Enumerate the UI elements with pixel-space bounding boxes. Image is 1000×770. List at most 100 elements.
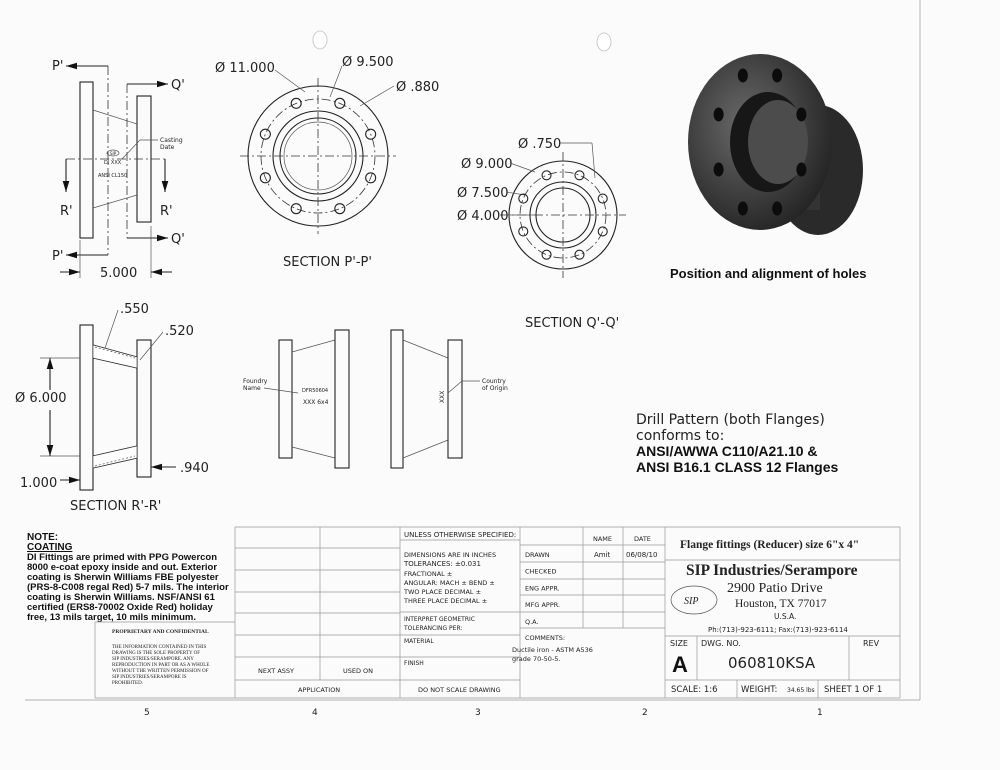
date-header: DATE <box>634 535 651 543</box>
sip-logo-text: SIP <box>684 596 698 607</box>
zone-1: 1 <box>817 708 823 718</box>
approval-row-label: Q.A. <box>525 618 539 626</box>
cast-mark-sip: SIP <box>110 151 117 156</box>
side-view: P' Q' Q' P' R' R' SIP DI XXX ANSI CL150 … <box>52 59 185 281</box>
dwg-no-label: DWG. NO. <box>701 639 741 648</box>
foundry-mark-2: XXX 6x4 <box>303 399 329 406</box>
weight-value: 34.65 lbs <box>787 687 815 694</box>
company-address-1: 2900 Patio Drive <box>727 581 823 596</box>
section-q-marker: Q' <box>171 78 185 93</box>
iso-caption: Position and alignment of holes <box>670 266 866 281</box>
company-phone: Ph:(713)-923-6111; Fax:(713)-923-6114 <box>708 626 848 634</box>
section-r-title: SECTION R'-R' <box>70 499 161 514</box>
punch-holes <box>312 30 612 52</box>
dim-r-550: .550 <box>120 302 149 317</box>
note-line: coating is Sherwin Williams. NSF/ANSI 61 <box>27 592 216 603</box>
dim-q-outer: Ø 9.000 <box>461 157 513 172</box>
note-line: free, 13 mils target, 10 mils minimum. <box>27 612 196 623</box>
proprietary-line: PROHIBITED. <box>112 681 143 686</box>
bolt-hole <box>334 97 346 109</box>
tol-value: TOLERANCES: ±0.031 <box>403 560 481 568</box>
proprietary-title: PROPRIETARY AND CONFIDENTIAL <box>112 629 209 635</box>
approval-row-label: CHECKED <box>525 568 556 576</box>
title-block-grid <box>94 526 901 699</box>
section-q-marker-bottom: Q' <box>171 232 185 247</box>
notes-subheading: COATING <box>27 542 73 553</box>
tol-three-place: THREE PLACE DECIMAL ± <box>403 597 487 605</box>
country-label-2: of Origin <box>482 385 508 392</box>
section-p-marker-bottom: P' <box>52 249 63 264</box>
zone-2: 2 <box>642 708 648 718</box>
dim-length: 5.000 <box>100 266 137 281</box>
tol-header: UNLESS OTHERWISE SPECIFIED: <box>404 531 516 539</box>
proprietary-line: SIP INDUSTRIES/SERAMPORE. ANY <box>112 657 194 662</box>
zone-5: 5 <box>144 708 150 718</box>
tol-two-place: TWO PLACE DECIMAL ± <box>403 588 481 596</box>
dim-p-outer: Ø 11.000 <box>215 61 275 76</box>
zone-4: 4 <box>312 708 318 718</box>
comment-line-2: grade 70-50-5. <box>512 655 560 663</box>
approvals-block: NAME DATE COMMENTS: Ductile iron - ASTM … <box>512 535 657 663</box>
tol-angular: ANGULAR: MACH ± BEND ± <box>404 579 495 587</box>
company-address-2: Houston, TX 77017 <box>735 598 827 610</box>
iso-bolt-hole <box>772 201 783 216</box>
iso-bolt-hole <box>796 107 807 122</box>
casting-date-label: Casting <box>160 137 183 144</box>
bolt-hole <box>290 97 302 109</box>
dim-r-940: .940 <box>180 461 209 476</box>
company-country: U.S.A. <box>774 612 796 621</box>
section-r-view: Ø 6.000 .550 .520 1.000 .940 SECTION R'-… <box>15 302 209 514</box>
no-scale-label: DO NOT SCALE DRAWING <box>418 686 501 694</box>
note-line: DI Fittings are primed with PPG Powercon <box>27 552 217 563</box>
bolt-hole <box>597 226 608 237</box>
dim-r-520: .520 <box>165 324 194 339</box>
drill-line-1: Drill Pattern (both Flanges) <box>636 412 825 428</box>
iso-bolt-hole <box>796 162 807 177</box>
section-r-marker-right: R' <box>160 204 173 219</box>
bolt-hole <box>518 226 529 237</box>
dwg-no-value: 060810KSA <box>728 654 816 672</box>
bolt-hole <box>290 203 302 215</box>
tol-interp-2: TOLERANCING PER: <box>403 625 462 632</box>
iso-bolt-hole <box>737 201 748 216</box>
section-p-title: SECTION P'-P' <box>283 255 372 270</box>
cast-mark-ansi: ANSI CL150 <box>98 173 127 179</box>
note-line: coating is Sherwin Williams FBE polyeste… <box>27 572 219 583</box>
proprietary-notice: PROPRIETARY AND CONFIDENTIAL THE INFORMA… <box>112 629 209 686</box>
title-block: Flange fittings (Reducer) size 6"x 4" SI… <box>670 539 882 695</box>
approval-row-label: DRAWN <box>525 551 550 559</box>
bolt-hole <box>365 128 377 140</box>
bolt-hole <box>518 193 529 204</box>
approval-name: Amit <box>594 551 611 559</box>
rev-label: REV <box>863 639 880 648</box>
weight-label: WEIGHT: <box>741 685 777 695</box>
dim-q-hole: Ø .750 <box>518 137 561 152</box>
proprietary-line: SIP INDUSTRIES/SERAMPORE IS <box>112 675 187 680</box>
size-label: SIZE <box>670 639 688 648</box>
elevation-view: Foundry Name DFR50604 XXX 6x4 Country of… <box>243 329 508 469</box>
tol-interp-1: INTERPRET GEOMETRIC <box>404 616 475 623</box>
drill-line-3: ANSI/AWWA C110/A21.10 & <box>636 443 818 459</box>
drill-line-4: ANSI B16.1 CLASS 12 Flanges <box>636 459 839 475</box>
section-q-title: SECTION Q'-Q' <box>525 316 619 331</box>
approval-row-label: ENG APPR. <box>525 584 560 592</box>
drawing-title: Flange fittings (Reducer) size 6"x 4" <box>680 539 859 551</box>
section-r-marker: R' <box>60 204 73 219</box>
sheet-number: SHEET 1 OF 1 <box>824 685 882 695</box>
approval-row-label: MFG APPR. <box>525 601 560 609</box>
iso-bolt-hole <box>713 107 724 122</box>
note-line: (PRS-8-C008 regal Red) 5-7 mils. The int… <box>27 582 229 593</box>
comments-label: COMMENTS: <box>525 634 565 642</box>
proprietary-line: DRAWING IS THE SOLE PROPERTY OF <box>112 651 200 656</box>
coating-notes: NOTE: COATING DI Fittings are primed wit… <box>27 532 229 623</box>
sip-logo <box>670 585 718 615</box>
bolt-hole <box>259 172 271 184</box>
casting-date-label-2: Date <box>160 144 175 151</box>
tolerance-block: UNLESS OTHERWISE SPECIFIED: DIMENSIONS A… <box>403 531 516 694</box>
tol-fractional: FRACTIONAL ± <box>404 570 452 578</box>
note-line: certified (ERS8-70002 Oxide Red) holiday <box>27 602 214 613</box>
zone-3: 3 <box>475 708 481 718</box>
dim-p-bolt: Ø 9.500 <box>342 55 394 70</box>
dim-r-1000: 1.000 <box>20 476 57 491</box>
